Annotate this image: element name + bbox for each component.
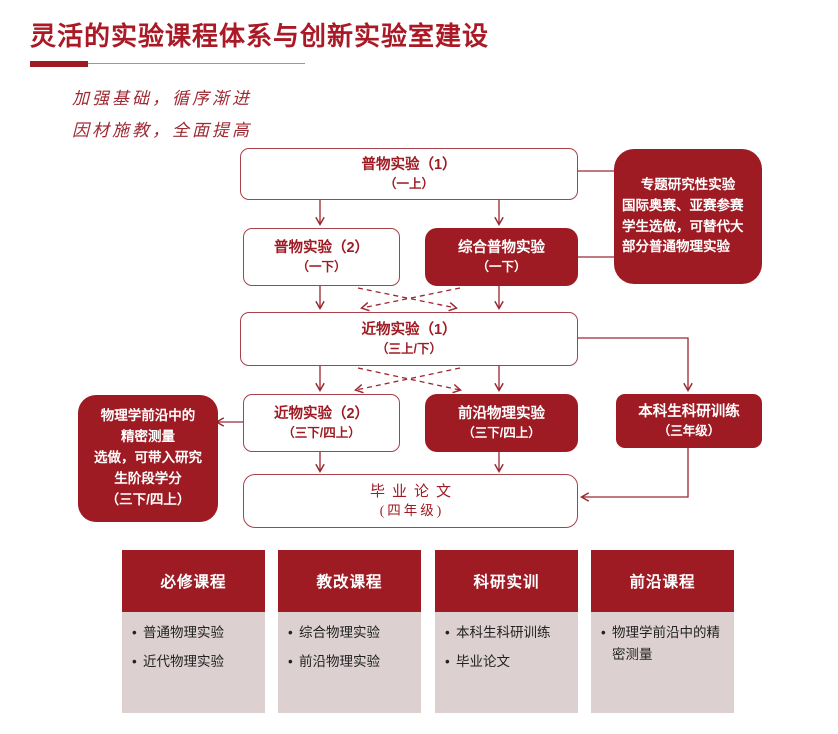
category-column-reform-courses: 教改课程 综合物理实验 前沿物理实验 (278, 550, 421, 713)
category-item: 前沿物理实验 (288, 651, 413, 673)
category-column-frontier-courses: 前沿课程 物理学前沿中的精密测量 (591, 550, 734, 713)
page-title: 灵活的实验课程体系与创新实验室建设 (30, 21, 490, 51)
title-underline (30, 61, 305, 67)
node-subtitle: (四年级) (379, 503, 445, 519)
node-title: 近物实验（2） (273, 406, 370, 423)
slogan-line-1: 加强基础，循序渐进 (72, 89, 252, 108)
category-item: 普通物理实验 (132, 622, 257, 644)
category-header: 科研实训 (435, 550, 578, 612)
category-item: 物理学前沿中的精密测量 (601, 622, 726, 665)
node-subtitle: （一下） (476, 259, 527, 274)
category-header: 教改课程 (278, 550, 421, 612)
node-line: 精密测量 (121, 429, 175, 445)
node-line: 部分普通物理实验 (622, 239, 730, 255)
category-item: 本科生科研训练 (445, 622, 570, 644)
node-title: 前沿物理实验 (458, 406, 545, 423)
node-line: 物理学前沿中的 (100, 408, 196, 424)
node-line: 专题研究性实验 (640, 176, 736, 192)
node-subtitle: （三上/下） (376, 341, 442, 356)
category-item: 毕业论文 (445, 651, 570, 673)
node-line: （三下/四上） (105, 491, 191, 507)
node-line: 选做，可带入研究 (94, 450, 202, 466)
category-item: 综合物理实验 (288, 622, 413, 644)
node-subtitle: （三下/四上） (462, 425, 541, 440)
flow-node-undergrad-research-training: 本科生科研训练 （三年级） (616, 394, 762, 448)
flow-node-precision-measurement: 物理学前沿中的 精密测量 选做，可带入研究 生阶段学分 （三下/四上） (78, 395, 218, 522)
flow-node-topic-research-experiment: 专题研究性实验 国际奥赛、亚赛参赛 学生选做，可替代大 部分普通物理实验 (614, 149, 762, 284)
category-header: 前沿课程 (591, 550, 734, 612)
category-body: 本科生科研训练 毕业论文 (435, 612, 578, 713)
category-column-required-courses: 必修课程 普通物理实验 近代物理实验 (122, 550, 265, 713)
category-body: 普通物理实验 近代物理实验 (122, 612, 265, 713)
category-header: 必修课程 (122, 550, 265, 612)
node-title: 普物实验（2） (273, 240, 370, 257)
flow-node-general-physics-1: 普物实验（1） （一上） (240, 148, 578, 200)
node-title: 近物实验（1） (361, 322, 457, 339)
node-subtitle: （一下） (296, 259, 347, 274)
flow-node-comprehensive-general-physics: 综合普物实验 （一下） (425, 228, 578, 286)
node-subtitle: （一上） (383, 176, 434, 191)
node-subtitle: （三年级） (657, 423, 721, 438)
node-title: 综合普物实验 (458, 240, 545, 257)
node-title: 毕业论文 (369, 484, 458, 501)
flow-node-general-physics-2: 普物实验（2） （一下） (243, 228, 400, 286)
flow-node-modern-physics-2: 近物实验（2） （三下/四上） (243, 394, 400, 452)
flow-node-modern-physics-1: 近物实验（1） （三上/下） (240, 312, 578, 366)
node-line: 学生选做，可替代大 (622, 218, 744, 234)
category-body: 物理学前沿中的精密测量 (591, 612, 734, 713)
flow-node-graduation-thesis: 毕业论文 (四年级) (243, 474, 578, 528)
node-line: 国际奥赛、亚赛参赛 (622, 197, 744, 213)
slogan-line-2: 因材施教，全面提高 (72, 121, 252, 140)
category-body: 综合物理实验 前沿物理实验 (278, 612, 421, 713)
category-item: 近代物理实验 (132, 651, 257, 673)
node-title: 本科生科研训练 (638, 404, 740, 421)
title-underline-thin (30, 63, 305, 64)
node-subtitle: （三下/四上） (282, 425, 361, 440)
category-column-research-practice: 科研实训 本科生科研训练 毕业论文 (435, 550, 578, 713)
node-line: 生阶段学分 (114, 470, 182, 486)
node-title: 普物实验（1） (361, 157, 457, 174)
title-underline-thick (30, 61, 88, 67)
flow-node-frontier-physics-experiment: 前沿物理实验 （三下/四上） (425, 394, 578, 452)
